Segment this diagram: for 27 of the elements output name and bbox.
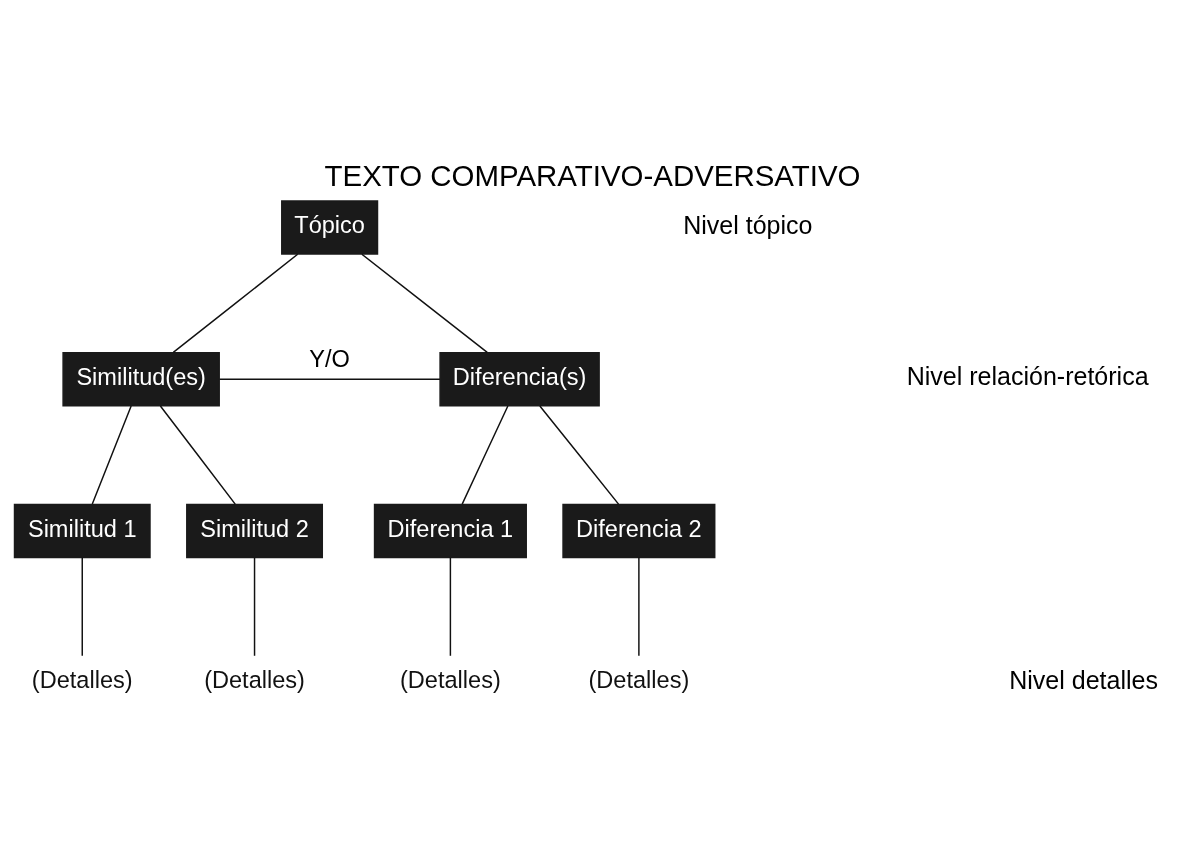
connector [461, 404, 509, 505]
node-box: Similitud 1 [13, 503, 151, 558]
edge-label: Y/O [309, 345, 350, 372]
node-box: Tópico [281, 199, 379, 255]
connector [638, 556, 640, 656]
connector [159, 404, 236, 505]
node-text: (Detalles) [31, 666, 133, 693]
connector [539, 404, 620, 505]
connector [218, 378, 441, 380]
node-box: Diferencia 2 [562, 503, 716, 558]
connector [81, 556, 83, 656]
diagram-title: TEXTO COMPARATIVO-ADVERSATIVO [324, 158, 861, 192]
connector [449, 556, 452, 656]
node-box: Diferencia(s) [439, 351, 600, 406]
node-box: Similitud(es) [62, 351, 220, 406]
label: Nivel relación-retórica [906, 361, 1149, 390]
connector [253, 556, 256, 656]
connector [172, 253, 299, 353]
label: Nivel tópico [683, 210, 813, 239]
connector [361, 253, 488, 353]
node-box: Similitud 2 [186, 503, 323, 558]
node-text: (Detalles) [204, 666, 305, 693]
node-box: Diferencia 1 [373, 503, 527, 558]
node-text: (Detalles) [588, 666, 690, 693]
connector [91, 404, 132, 505]
node-text: (Detalles) [400, 666, 501, 693]
label: Nivel detalles [1009, 665, 1158, 694]
